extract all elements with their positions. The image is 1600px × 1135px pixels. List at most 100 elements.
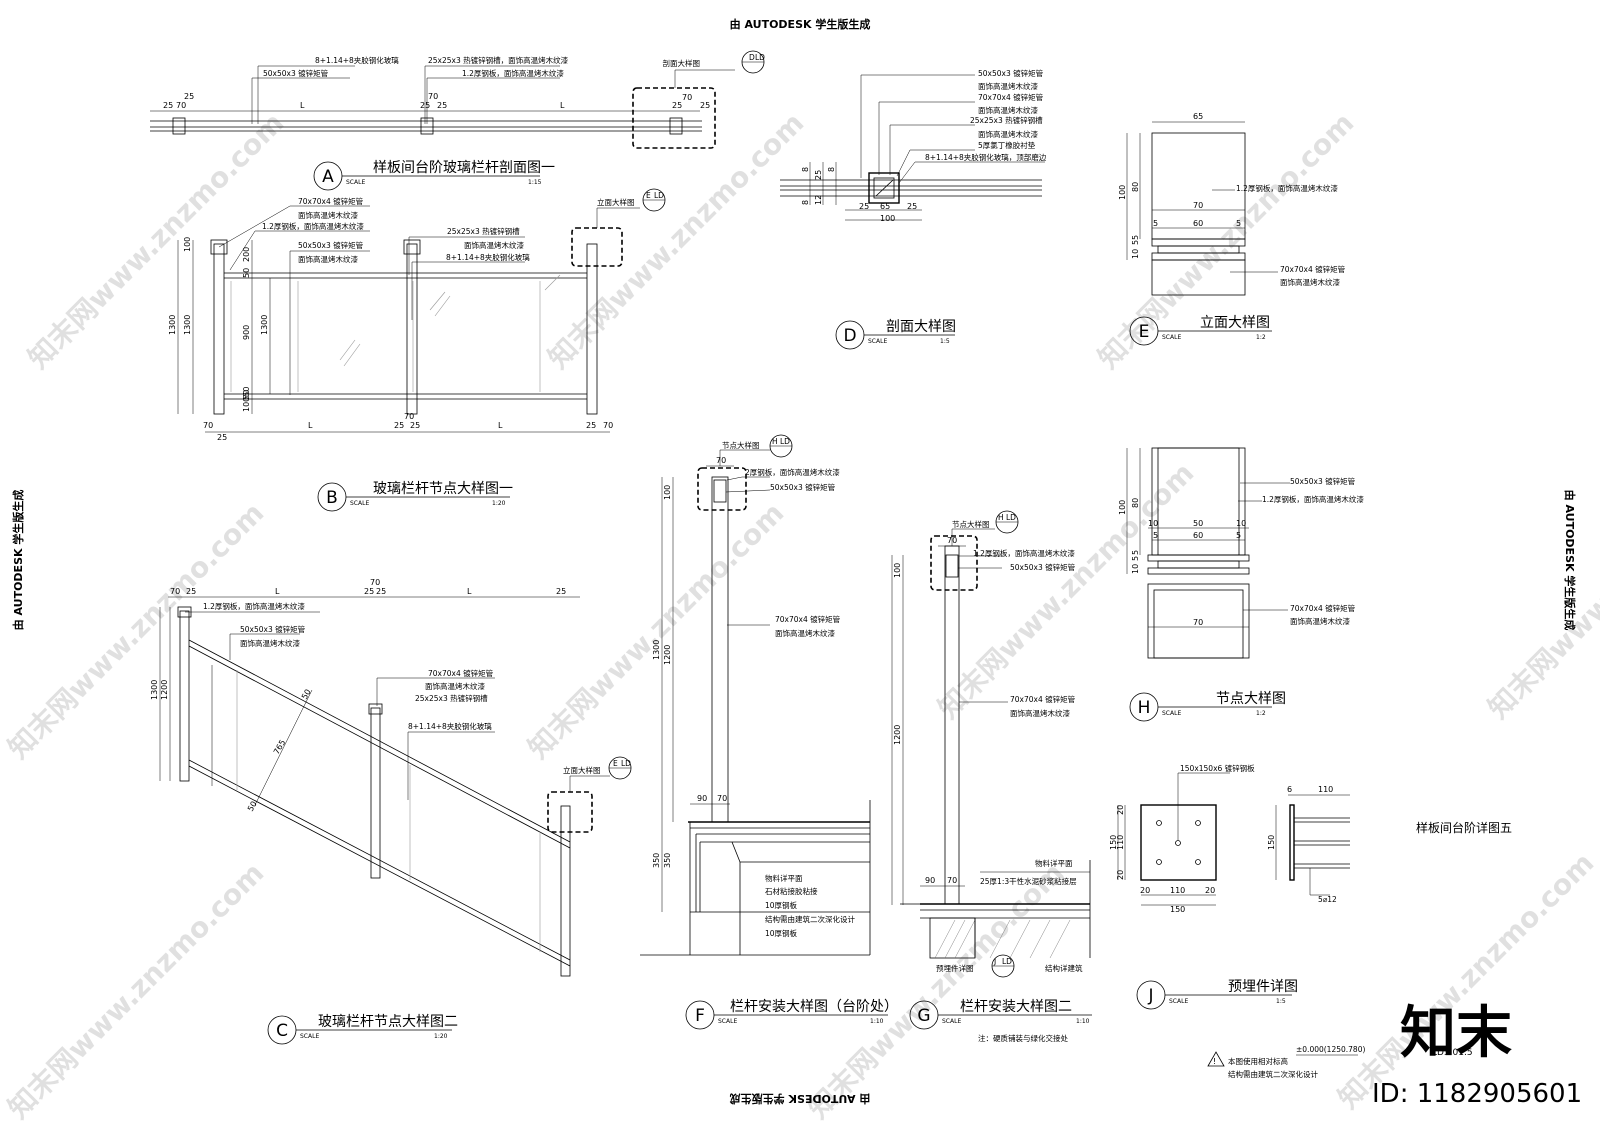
dim-label: 8 [801, 200, 810, 205]
scale-value: 1:2 [1256, 710, 1266, 717]
tag-sheet: LD [755, 53, 765, 62]
warning-icon [1207, 1051, 1225, 1067]
dim-label: 10050 [242, 387, 251, 412]
dim-label: 350 [663, 853, 672, 868]
view-title: 玻璃栏杆节点大样图一 [373, 480, 513, 497]
callout-text: 50x50x3 镀锌矩管 [298, 240, 364, 250]
watermark-text: 知末网www.znzmo.com [1482, 456, 1600, 725]
tag-letter: J [993, 957, 996, 966]
callout-text: 2厚钢板，面饰高温烤木纹漆 [745, 467, 840, 477]
view-a-section: 25 70 25 L 25 70 25 L 70 25 25 8+1.14+8夹… [150, 50, 765, 191]
view-f-installation-step: 70 100 1300 1200 350 350 90 70 节点大样图 H L… [640, 434, 898, 1030]
view-title: 预埋件详图 [1228, 979, 1298, 995]
callout-text: 8+1.14+8夹胶钢化玻璃 [446, 252, 530, 262]
dim-label: 100 [1118, 500, 1127, 515]
dim-label: 900 [242, 325, 251, 340]
callout-text: 1.2厚钢板，面饰高温烤木纹漆 [262, 221, 364, 231]
warning-mark: ! [1213, 1057, 1216, 1066]
dim-label: 5 [1131, 235, 1140, 240]
watermark-text: 知末网www.znzmo.com [522, 496, 791, 765]
callout-text: 70x70x4 镀锌矩管 [1290, 603, 1356, 613]
dim-label: 5 [1131, 550, 1140, 555]
dim-label: 70 [370, 578, 380, 587]
callout-text: 面饰高温烤木纹漆 [978, 105, 1038, 115]
dim-label: 100 [1118, 185, 1127, 200]
view-letter: F [695, 1006, 705, 1026]
callout-text: 5厚氯丁橡胶衬垫 [978, 140, 1036, 150]
callout-text: 面饰高温烤木纹漆 [298, 254, 358, 264]
dim-label: 25 [163, 101, 173, 110]
dim-label: 70 [1193, 201, 1203, 210]
dim-label: 70 [170, 587, 180, 596]
dim-label: 100 [893, 563, 902, 578]
view-d-section-detail: 25 65 25 100 8 8 25 12 8 50x50x3 镀锌矩管 面饰… [780, 68, 1047, 350]
dim-label: 50 [300, 688, 313, 701]
callout-text: 25x25x3 热镀锌钢槽 [447, 226, 520, 236]
callout-text: 5⌀12 [1318, 895, 1337, 904]
callout-text: 面饰高温烤木纹漆 [978, 129, 1038, 139]
dim-label: 25 [217, 433, 227, 442]
dim-label: 70 [1193, 618, 1203, 627]
dim-label: 25 [394, 421, 404, 430]
dim-label: 1200 [160, 680, 169, 700]
dim-label: 60 [1193, 219, 1203, 228]
dim-label: 90 [697, 794, 707, 803]
callout-text: 剖面大样图 [663, 58, 701, 68]
callout-text: 70x70x4 镀锌矩管 [298, 196, 364, 206]
callout-text: 1.2厚钢板，面饰高温烤木纹漆 [1262, 494, 1364, 504]
callout-text: 50x50x3 镀锌矩管 [240, 624, 306, 634]
callout-text: 70x70x4 镀锌矩管 [428, 668, 494, 678]
callout-text: 节点大样图 [952, 519, 990, 529]
tag-letter: H [772, 437, 778, 446]
callout-text: 面饰高温烤木纹漆 [464, 240, 524, 250]
callout-text: 结构需由建筑二次深化设计 [765, 914, 855, 924]
dim-label: 1300 [168, 315, 177, 335]
detail-callout-box [697, 467, 747, 511]
dim-label: L [275, 587, 280, 596]
scale-value: 1:5 [1276, 998, 1286, 1005]
dim-label: L [300, 101, 305, 110]
scale-word: SCALE [1162, 334, 1181, 341]
dim-label: 70 [176, 101, 186, 110]
dim-label: 100 [663, 485, 672, 500]
callout-text: 面饰高温烤木纹漆 [1280, 277, 1340, 287]
dim-label: 150 [1170, 905, 1185, 914]
dim-label: 110 [1318, 785, 1333, 794]
dim-label: 70 [603, 421, 613, 430]
dim-label: 20 [1116, 870, 1125, 880]
callout-text: 预埋件详图 [936, 963, 974, 973]
dim-label: 10 [1148, 519, 1158, 528]
callout-text: 立面大样图 [597, 197, 635, 207]
dim-label: 50 [246, 800, 259, 813]
watermark-text: 知末网www.znzmo.com [542, 106, 811, 375]
dim-label: L [467, 587, 472, 596]
callout-text: 70x70x4 镀锌矩管 [775, 614, 841, 624]
autodesk-header-left: 由 AUTODESK 学生版生成 [11, 490, 25, 631]
dim-label: 1200 [663, 645, 672, 665]
dim-label: 6 [1287, 785, 1292, 794]
dim-label: 5 [1236, 531, 1241, 540]
view-letter: B [326, 488, 338, 508]
dim-label: 25 [410, 421, 420, 430]
dim-label: 25 [376, 587, 386, 596]
view-title: 剖面大样图 [886, 319, 956, 335]
tag-sheet: LD [1006, 513, 1016, 522]
autodesk-header-right: 由 AUTODESK 学生版生成 [1563, 490, 1577, 631]
tag-letter: H [998, 513, 1004, 522]
view-letter: J [1147, 986, 1153, 1006]
callout-text: 面饰高温烤木纹漆 [298, 210, 358, 220]
callout-text: 石材粘接胶粘接 [765, 886, 818, 896]
view-b-elevation: 100 1300 1300 200 50 900 1300 50 10050 7… [168, 188, 666, 512]
watermark-text: 知末网www.znzmo.com [1332, 846, 1600, 1115]
view-title: 立面大样图 [1200, 315, 1270, 331]
dim-label: 70 [716, 456, 726, 465]
dim-label: 1300 [183, 315, 192, 335]
tag-letter: E [646, 191, 651, 200]
view-letter: E [1139, 322, 1150, 342]
callout-text: 1.2厚钢板，面饰高温烤木纹漆 [973, 548, 1075, 558]
callout-text: 70x70x4 镀锌矩管 [1280, 264, 1346, 274]
dim-label: 50 [242, 390, 251, 400]
dim-label: 25 [364, 587, 374, 596]
callout-text: 面饰高温烤木纹漆 [1010, 708, 1070, 718]
